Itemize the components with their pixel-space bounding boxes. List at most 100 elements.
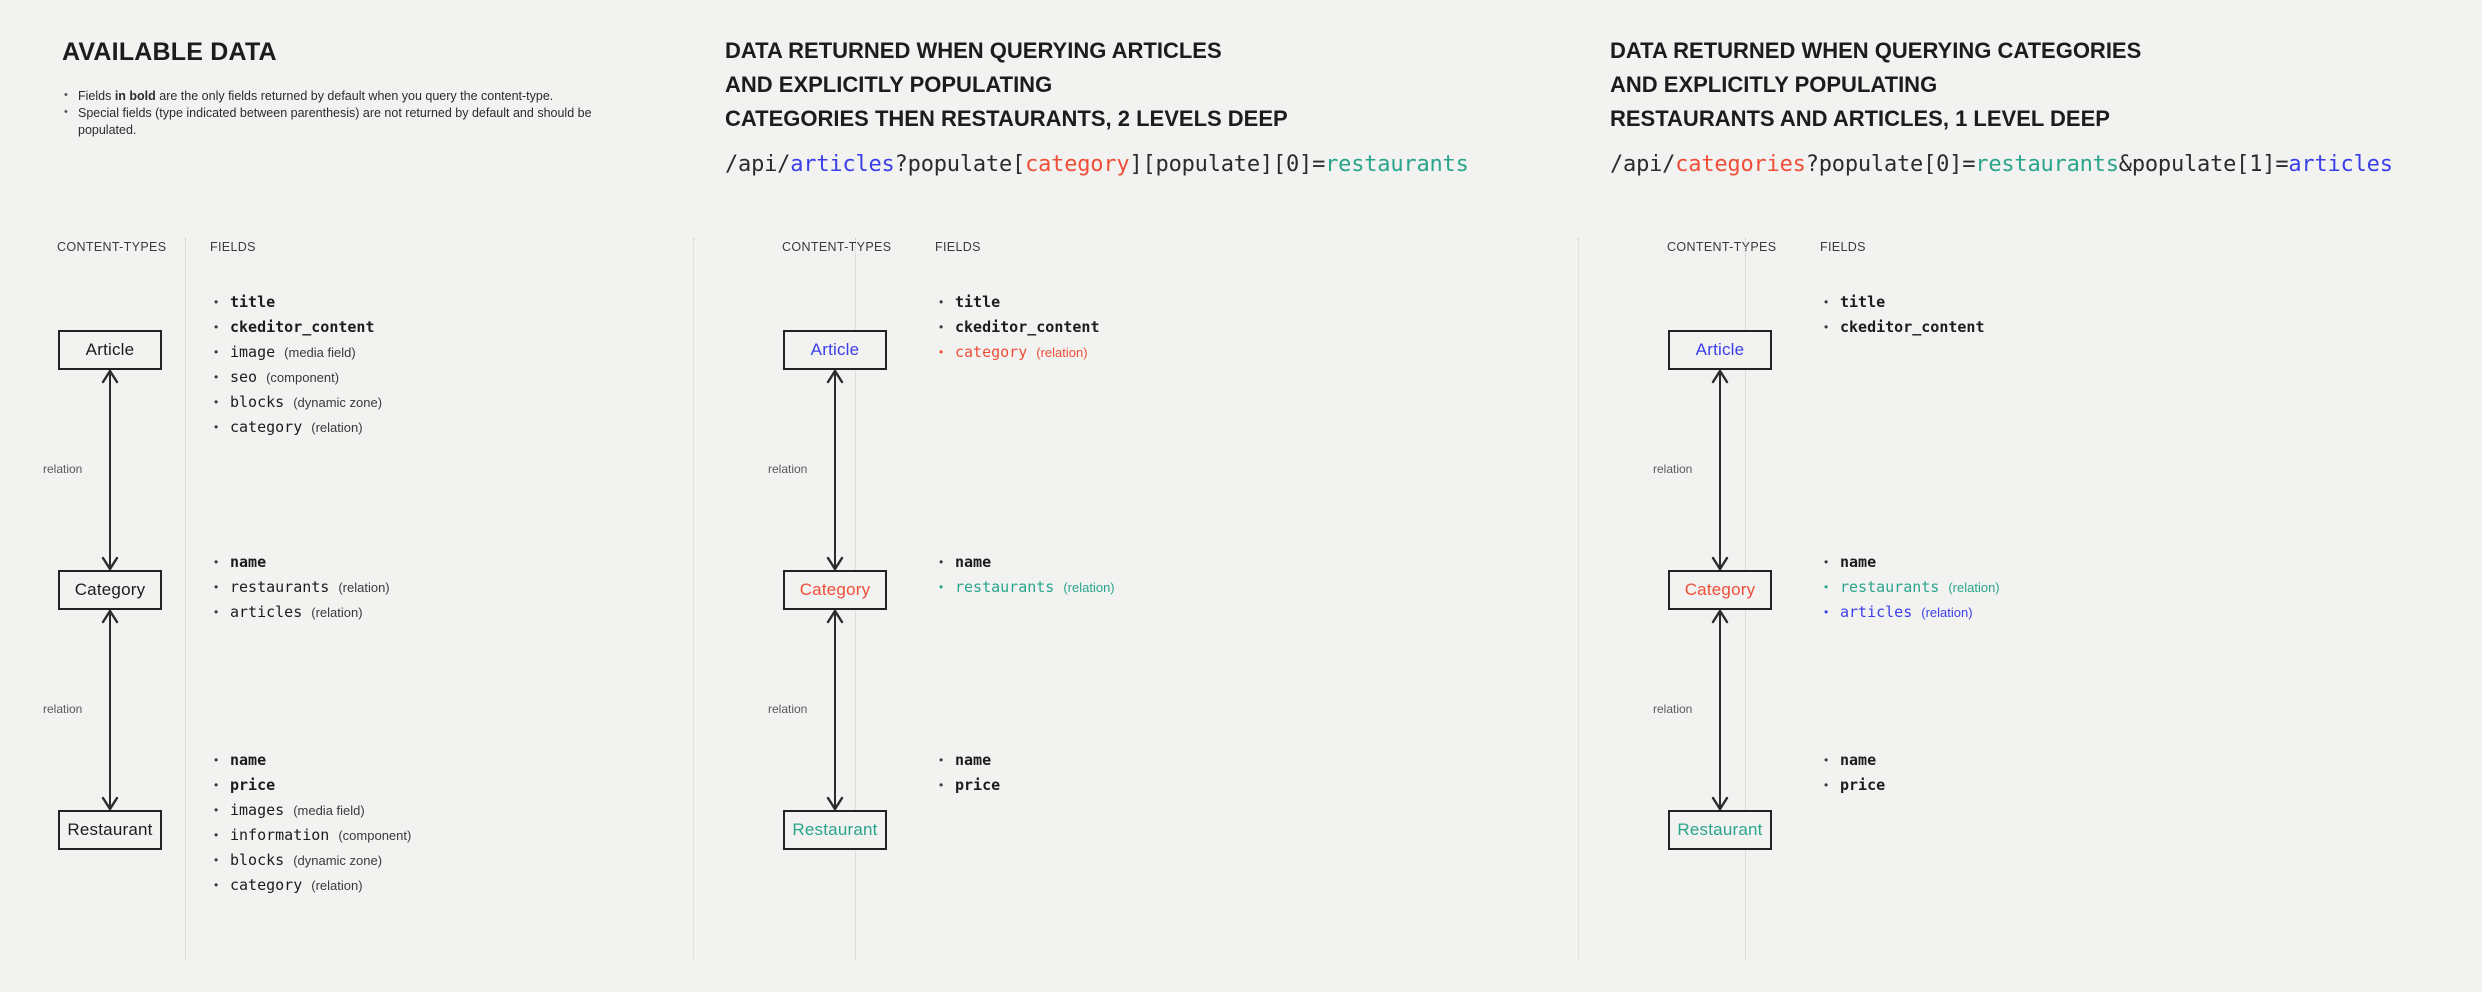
entity-box-category[interactable]: Category: [783, 570, 887, 610]
field-type: (relation): [311, 605, 363, 620]
panel-separator: [1578, 238, 1579, 960]
entity-box-restaurant[interactable]: Restaurant: [783, 810, 887, 850]
title-segment: DATA RETURNED WHEN QUERYING: [1610, 38, 1998, 63]
field-group-restaurant: name price images (media field) information (…: [210, 748, 411, 898]
field-name: name: [230, 751, 267, 769]
api-url-segment: ][populate][0]=: [1129, 152, 1326, 177]
field-row: title: [935, 290, 1100, 315]
panel-title-line: DATA RETURNED WHEN QUERYING ARTICLES: [725, 38, 1222, 64]
field-name: seo: [230, 368, 258, 386]
field-type: (relation): [1948, 580, 2000, 595]
field-group-article: title ckeditor_content category(relation): [935, 290, 1100, 365]
field-name: name: [955, 553, 992, 571]
field-name: ckeditor_content: [955, 318, 1100, 336]
relation-arrow: [101, 370, 119, 570]
column-divider: [185, 238, 186, 960]
field-row: image(media field): [210, 340, 382, 365]
api-url-segment: category: [1025, 152, 1130, 177]
notes-list: Fields in bold are the only fields retur…: [62, 87, 622, 139]
title-segment: AND EXPLICITLY POPULATING: [725, 72, 1053, 97]
field-row: category(relation): [935, 340, 1100, 365]
field-type: (dynamic zone): [293, 395, 383, 410]
field-name: name: [1840, 553, 1877, 571]
field-group-category: namerestaurants(relation)articles(relati…: [1820, 550, 2000, 625]
api-url-segment: restaurants: [1325, 152, 1469, 177]
field-name: ckeditor_content: [230, 318, 375, 336]
entity-box-article[interactable]: Article: [783, 330, 887, 370]
api-url-segment: articles: [790, 152, 895, 177]
field-row: title: [1820, 290, 1985, 315]
panel-title-line: DATA RETURNED WHEN QUERYING CATEGORIES: [1610, 38, 2141, 64]
field-type: (relation): [338, 580, 390, 595]
field-name: images: [230, 801, 285, 819]
field-name: title: [955, 293, 1001, 311]
field-name: category: [230, 876, 303, 894]
field-name: name: [955, 751, 992, 769]
page-title: AVAILABLE DATA: [62, 38, 277, 66]
field-row: images (media field): [210, 798, 411, 823]
entity-box-category[interactable]: Category: [58, 570, 162, 610]
api-url-segment: ?populate[0]=: [1805, 152, 1976, 177]
column-header-fields: FIELDS: [935, 240, 981, 254]
field-name: information: [230, 826, 330, 844]
field-row: name: [1820, 748, 1885, 773]
api-url-segment: ?populate[: [894, 152, 1026, 177]
entity-box-restaurant[interactable]: Restaurant: [58, 810, 162, 850]
api-url-segment: articles: [2288, 152, 2393, 177]
column-header-fields: FIELDS: [1820, 240, 1866, 254]
field-row: price: [210, 773, 411, 798]
field-group-article: titleckeditor_content: [1820, 290, 1985, 340]
api-url-segment: &populate[1]=: [2118, 152, 2289, 177]
relation-arrow: [101, 610, 119, 810]
column-header-content-types: CONTENT-TYPES: [1667, 240, 1777, 254]
field-row: restaurants (relation): [1820, 575, 2000, 600]
column-header-content-types: CONTENT-TYPES: [57, 240, 167, 254]
field-type: (media field): [293, 803, 365, 818]
panel-available-data: AVAILABLE DATA Fields in bold are the onl…: [0, 0, 800, 992]
field-type: (component): [266, 370, 340, 385]
field-type: (relation): [1921, 605, 1973, 620]
field-name: title: [230, 293, 276, 311]
field-name: name: [1840, 751, 1877, 769]
field-name: price: [1840, 776, 1886, 794]
field-row: name: [935, 550, 1115, 575]
title-segment: AND EXPLICITLY POPULATING: [1610, 72, 1938, 97]
column-header-fields: FIELDS: [210, 240, 256, 254]
panel-query-articles: DATA RETURNED WHEN QUERYING ARTICLES AND …: [725, 0, 1525, 992]
entity-box-category[interactable]: Category: [1668, 570, 1772, 610]
title-segment: DATA RETURNED WHEN QUERYING: [725, 38, 1112, 63]
panel-separator: [693, 238, 694, 960]
field-group-category: namerestaurants(relation)articles(relati…: [210, 550, 390, 625]
entity-box-article[interactable]: Article: [1668, 330, 1772, 370]
entity-box-restaurant[interactable]: Restaurant: [1668, 810, 1772, 850]
field-row: name: [210, 748, 411, 773]
entity-box-article[interactable]: Article: [58, 330, 162, 370]
field-name: restaurants: [1840, 578, 1940, 596]
field-group-restaurant: name price: [1820, 748, 1885, 798]
field-row: seo (component): [210, 365, 382, 390]
relation-label: relation: [38, 460, 88, 478]
api-url-segment: categories: [1675, 152, 1806, 177]
api-url: /api/categories?populate[0]=restaurants&…: [1610, 152, 2393, 177]
title-segment: ARTICLES: [1111, 38, 1222, 63]
field-row: category(relation): [210, 415, 382, 440]
field-row: price: [935, 773, 1000, 798]
panel-title-line: RESTAURANTS AND ARTICLES, 1 LEVEL DEEP: [1610, 106, 2110, 132]
field-row: ckeditor_content: [210, 315, 382, 340]
field-name: price: [955, 776, 1001, 794]
field-row: restaurants(relation): [210, 575, 390, 600]
field-row: name: [1820, 550, 2000, 575]
title-segment: CATEGORIES THEN RESTAURANTS, 2 LEVELS DE…: [725, 106, 1288, 131]
field-row: blocks(dynamic zone): [210, 848, 411, 873]
field-row: restaurants(relation): [935, 575, 1115, 600]
field-row: name: [935, 748, 1000, 773]
relation-label: relation: [1648, 700, 1698, 718]
field-type: (dynamic zone): [293, 853, 383, 868]
field-name: name: [230, 553, 267, 571]
api-url-segment: /api/: [1610, 152, 1676, 177]
api-url: /api/articles?populate[category][populat…: [725, 152, 1469, 177]
field-row: ckeditor_content: [935, 315, 1100, 340]
api-url-segment: /api/: [725, 152, 791, 177]
relation-label: relation: [763, 460, 813, 478]
